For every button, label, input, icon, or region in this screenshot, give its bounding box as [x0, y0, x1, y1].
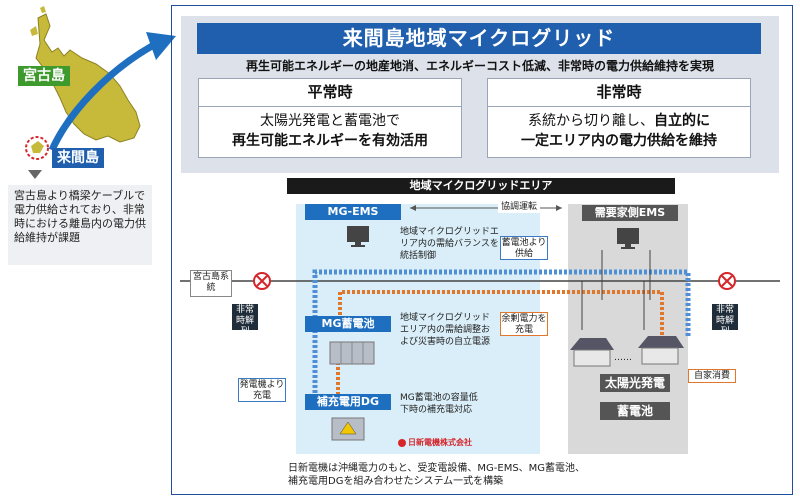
battery-cabinet-icon	[329, 341, 375, 365]
normal-mode-box: 平常時 太陽光発電と蓄電池で 再生可能エネルギーを有効活用	[198, 78, 462, 158]
footer-line2: 補充電用DGを組み合わせたシステム一式を構築	[288, 476, 504, 487]
house-icon	[638, 336, 684, 365]
dots-label: ……	[614, 353, 632, 363]
self-consume-callout: 自家消費	[688, 369, 736, 383]
dg-note: MG蓄電池の容量低下時の補充電対応	[400, 393, 478, 415]
miyako-label: 宮古島	[18, 66, 70, 86]
islet-shape	[30, 26, 38, 36]
mg-battery-tag: MG蓄電池	[305, 316, 391, 332]
footer-note: 日新電機は沖縄電力のもと、受変電設備、MG-EMS、MG蓄電池、 補充電用DGを…	[288, 462, 585, 488]
breaker-left-icon	[253, 272, 271, 290]
islet-shape	[40, 6, 46, 13]
kurima-highlight-circle	[25, 136, 49, 160]
storage-tag: 蓄電池	[600, 402, 670, 420]
pointer-arrow	[48, 42, 154, 152]
page-subtitle: 再生可能エネルギーの地産地消、エネルギーコスト低減、非常時の電力供給維持を実現	[245, 59, 714, 73]
surplus-charge-callout: 余剰電力を充電	[500, 312, 548, 336]
pointer-arrowhead	[146, 32, 176, 60]
kurima-island-shape	[31, 141, 44, 153]
mg-ems-monitor-icon	[347, 226, 369, 247]
surplus-charge-flow	[338, 290, 664, 336]
grid-label: 宮古島系統	[190, 270, 232, 297]
normal-mode-line2: 再生可能エネルギーを有効活用	[232, 133, 428, 149]
disconnect-left-label: 非常時解列	[232, 304, 258, 337]
emergency-mode-line1b: 自立的に	[654, 113, 710, 129]
breaker-right-icon	[718, 272, 736, 290]
disconnect-right-label: 非常時解列	[712, 304, 738, 337]
normal-mode-heading: 平常時	[199, 79, 461, 107]
house-icon	[570, 338, 614, 367]
emergency-mode-box: 非常時 系統から切り離し、自立的に 一定エリア内の電力供給を維持	[487, 78, 751, 158]
emergency-mode-heading: 非常時	[488, 79, 750, 107]
emergency-mode-line1a: 系統から切り離し、	[528, 113, 654, 129]
coop-label: 協調運転	[498, 201, 541, 213]
company-logo-icon	[398, 439, 406, 447]
dg-tag: 補充電用DG	[305, 394, 391, 410]
page-title: 来間島地域マイクログリッド	[197, 23, 761, 54]
normal-mode-line1: 太陽光発電と蓄電池で	[260, 113, 400, 129]
battery-supply-callout: 蓄電池より供給	[500, 236, 548, 260]
gen-charge-callout: 発電機より充電	[238, 378, 286, 402]
mg-battery-note: 地域マイクログリッドエリア内の需給調整および災害時の自立電源	[400, 313, 491, 347]
footer-line1: 日新電機は沖縄電力のもと、受変電設備、MG-EMS、MG蓄電池、	[288, 463, 586, 474]
island-map	[25, 6, 176, 160]
down-arrow-icon	[28, 170, 42, 179]
generator-icon	[331, 417, 365, 441]
main-frame	[171, 5, 793, 495]
demand-ems-monitor-icon	[617, 228, 639, 249]
demand-ems-tag: 需要家側EMS	[582, 205, 678, 221]
side-note: 宮古島より橋梁ケーブルで電力供給されており、非常時における離島内の電力供給維持が…	[8, 185, 152, 265]
company-logo-text: 日新電機株式会社	[408, 438, 472, 447]
battery-supply-flow	[312, 269, 691, 398]
microgrid-area-label: 地域マイクログリッドエリア	[287, 178, 675, 194]
mg-ems-note: 地域マイクログリッドエリア内の需給バランスを統括制御	[400, 227, 499, 261]
emergency-mode-line2: 一定エリア内の電力供給を維持	[521, 133, 717, 149]
kurima-label: 来間島	[52, 148, 104, 168]
mg-ems-tag: MG-EMS	[305, 204, 401, 220]
solar-tag: 太陽光発電	[600, 374, 670, 392]
